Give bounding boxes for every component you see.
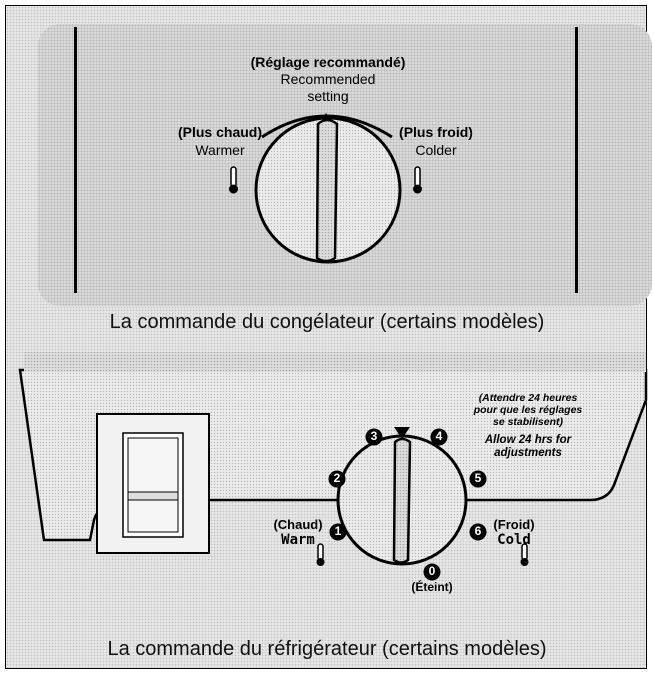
cold-label-fr: (Froid) xyxy=(493,517,535,532)
off-label-fr: (Éteint) xyxy=(411,580,453,594)
light-switch[interactable] xyxy=(96,413,210,554)
dial-number-0: 0 xyxy=(428,564,436,578)
warmer-label-fr: (Plus chaud) xyxy=(177,124,262,140)
note-en-2: adjustments xyxy=(494,447,562,459)
thermometer-icon xyxy=(229,166,238,194)
freezer-caption: La commande du congélateur (certains mod… xyxy=(109,311,545,333)
refrigerator-top-band xyxy=(24,352,646,372)
refrigerator-caption: La commande du réfrigérateur (certains m… xyxy=(107,638,547,660)
thermometer-icon xyxy=(316,543,325,566)
refrigerator-dial-knob[interactable] xyxy=(336,434,468,566)
recommended-label-fr: (Réglage recommandé) xyxy=(250,54,406,70)
dial-number-1: 1 xyxy=(334,524,342,538)
note-fr-1: (Attendre 24 heures xyxy=(478,392,578,404)
cold-label-en: Cold xyxy=(497,532,531,548)
colder-label-fr: (Plus froid) xyxy=(399,124,473,140)
pointer-triangle-icon xyxy=(394,427,410,439)
freezer-divider-left xyxy=(74,27,77,293)
thermometer-icon xyxy=(520,543,529,566)
recommended-label-en-2: setting xyxy=(307,88,349,104)
dial-number-6: 6 xyxy=(474,524,482,538)
dial-number-4: 4 xyxy=(435,429,443,443)
recommended-label-en-1: Recommended xyxy=(280,71,376,87)
dial-number-badges xyxy=(328,428,487,581)
freezer-dial-knob[interactable] xyxy=(254,116,402,264)
note-en-1: Allow 24 hrs for xyxy=(484,434,572,446)
dial-number-3: 3 xyxy=(370,429,378,443)
note-fr-3: se stabilisent) xyxy=(492,416,564,428)
warmer-label-en: Warmer xyxy=(195,142,245,158)
thermometer-icon xyxy=(413,166,422,194)
warm-label-fr: (Chaud) xyxy=(273,517,323,532)
dial-number-2: 2 xyxy=(333,471,341,485)
freezer-divider-right xyxy=(575,27,578,293)
dial-number-5: 5 xyxy=(474,471,482,485)
note-fr-2: pour que les réglages xyxy=(473,404,583,416)
colder-label-en: Colder xyxy=(415,142,457,158)
warm-label-en: Warm xyxy=(281,532,315,548)
